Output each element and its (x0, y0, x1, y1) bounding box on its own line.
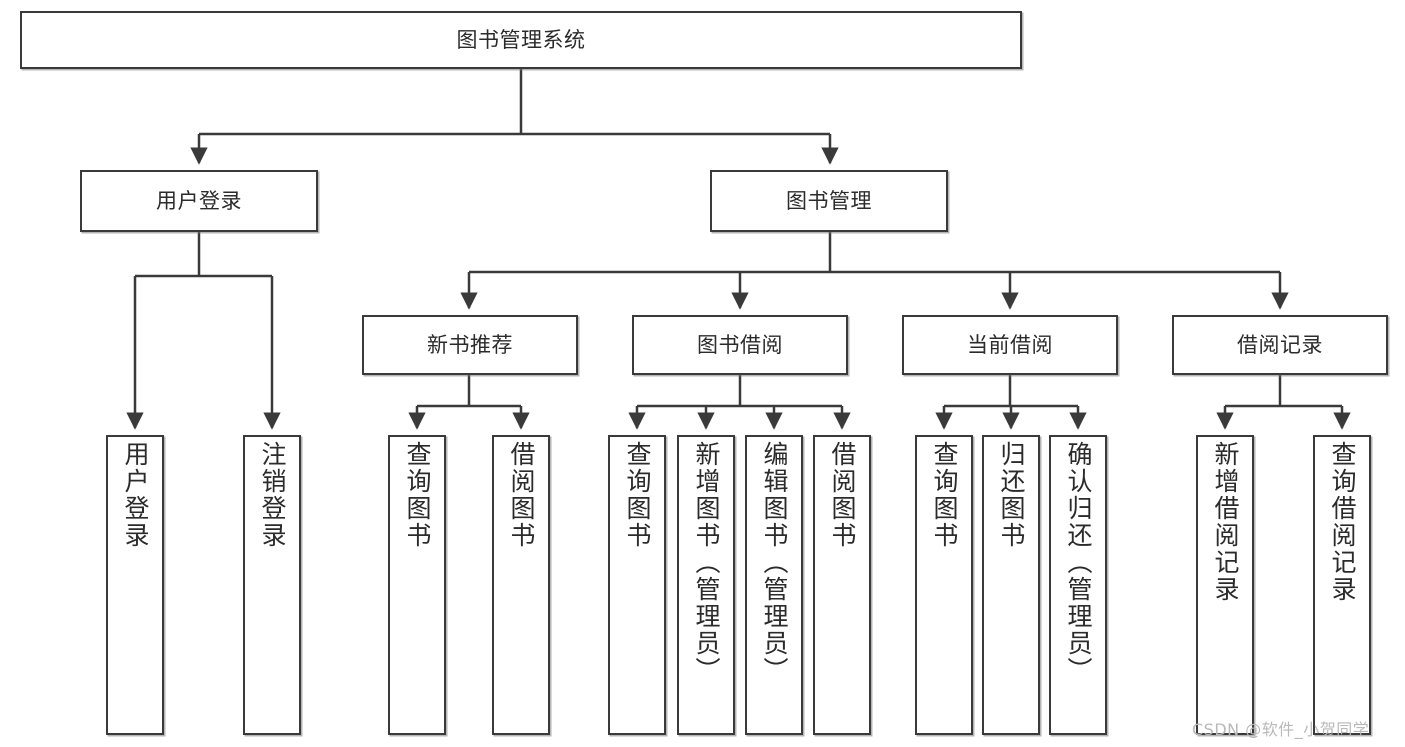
leaf-new-book-borrow-label: 借阅图书 (507, 441, 536, 549)
leaf-book-borrow-add-label: 新增图书（管理员） (692, 441, 721, 684)
leaf-borrow-record-query-label: 查询借阅记录 (1328, 441, 1357, 603)
leaf-current-borrow-return[interactable]: 归还图书 (982, 435, 1040, 735)
leaf-book-borrow-query-label: 查询图书 (623, 441, 652, 549)
node-new-book-recommend-label: 新书推荐 (427, 332, 513, 357)
leaf-borrow-record-query[interactable]: 查询借阅记录 (1313, 435, 1371, 735)
node-user-login-label: 用户登录 (156, 188, 242, 213)
leaf-book-borrow-add[interactable]: 新增图书（管理员） (677, 435, 735, 735)
leaf-current-borrow-confirm-label: 确认归还（管理员） (1064, 441, 1093, 684)
node-new-book-recommend[interactable]: 新书推荐 (362, 315, 578, 375)
node-book-borrow-label: 图书借阅 (697, 332, 783, 357)
leaf-current-borrow-query-label: 查询图书 (930, 441, 959, 549)
node-borrow-record-label: 借阅记录 (1237, 332, 1323, 357)
node-root-system-label: 图书管理系统 (456, 27, 586, 52)
leaf-new-book-borrow[interactable]: 借阅图书 (492, 435, 550, 735)
leaf-user-login-logout[interactable]: 注销登录 (243, 435, 301, 735)
leaf-new-book-query[interactable]: 查询图书 (388, 435, 446, 735)
leaf-current-borrow-confirm[interactable]: 确认归还（管理员） (1049, 435, 1107, 735)
leaf-book-borrow-borrow[interactable]: 借阅图书 (813, 435, 871, 735)
node-user-login[interactable]: 用户登录 (80, 170, 318, 232)
leaf-user-login-login[interactable]: 用户登录 (106, 435, 164, 735)
leaf-current-borrow-return-label: 归还图书 (997, 441, 1026, 549)
leaf-user-login-logout-label: 注销登录 (258, 441, 287, 549)
node-book-borrow[interactable]: 图书借阅 (632, 315, 848, 375)
leaf-current-borrow-query[interactable]: 查询图书 (915, 435, 973, 735)
leaf-book-borrow-edit-label: 编辑图书（管理员） (760, 441, 789, 684)
leaf-new-book-query-label: 查询图书 (403, 441, 432, 549)
node-current-borrow[interactable]: 当前借阅 (902, 315, 1118, 375)
leaf-borrow-record-add-label: 新增借阅记录 (1211, 441, 1240, 603)
node-root-system[interactable]: 图书管理系统 (20, 11, 1022, 69)
leaf-book-borrow-borrow-label: 借阅图书 (828, 441, 857, 549)
leaf-book-borrow-query[interactable]: 查询图书 (608, 435, 666, 735)
csdn-watermark: CSDN @软件_小贺同学 (1192, 720, 1370, 739)
node-current-borrow-label: 当前借阅 (967, 332, 1053, 357)
leaf-borrow-record-add[interactable]: 新增借阅记录 (1196, 435, 1254, 735)
node-borrow-record[interactable]: 借阅记录 (1172, 315, 1388, 375)
leaf-book-borrow-edit[interactable]: 编辑图书（管理员） (745, 435, 803, 735)
leaf-user-login-login-label: 用户登录 (121, 441, 150, 549)
node-book-manage-label: 图书管理 (786, 188, 872, 213)
node-book-manage[interactable]: 图书管理 (710, 170, 948, 232)
